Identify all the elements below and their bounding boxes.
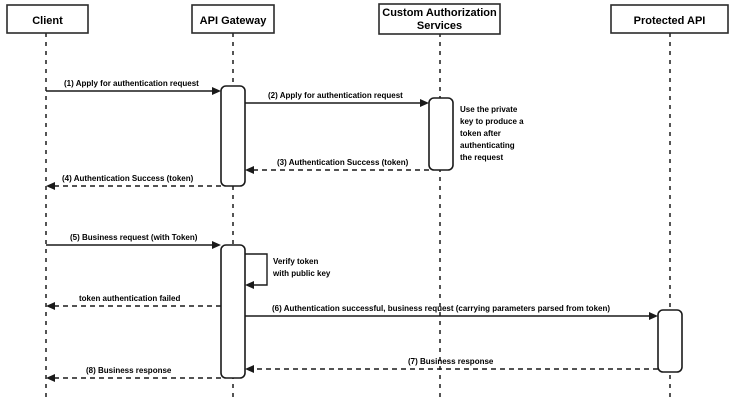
message-5-arrowhead: [212, 241, 221, 249]
message-self-verify-token-line: [245, 253, 268, 286]
message-2-label: (2) Apply for authentication request: [268, 91, 403, 100]
participant-label-api-gateway: API Gateway: [200, 15, 268, 27]
activation-bar-gateway-auth: [220, 85, 246, 187]
participant-box-custom-authorization-services[interactable]: [378, 3, 501, 35]
message-4[interactable]: (4) Authentication Success (token): [46, 174, 221, 190]
message-7[interactable]: (7) Business response: [245, 357, 658, 373]
message-self-verify-token-label-line2: with public key: [272, 269, 331, 278]
message-6[interactable]: (6) Authentication successful, business …: [245, 304, 658, 320]
message-self-verify-token-label-line1: Verify token: [273, 257, 318, 266]
message-self-verify-token[interactable]: Verify token with public key: [245, 253, 331, 289]
participant-label-protected-api: Protected API: [634, 15, 706, 27]
note-private-key-line-1: Use the private: [460, 105, 518, 114]
message-8[interactable]: (8) Business response: [46, 366, 221, 382]
participant-protected-api[interactable]: Protected API: [610, 4, 729, 34]
participant-label-client: Client: [32, 15, 63, 27]
participant-box-api-gateway[interactable]: [191, 4, 275, 34]
message-2[interactable]: (2) Apply for authentication request: [245, 91, 429, 107]
note-private-key-line-4: authenticating: [460, 141, 515, 150]
message-2-arrowhead: [420, 99, 429, 107]
note-private-key-line-3: token after: [460, 129, 501, 138]
note-private-key: Use the private key to produce a token a…: [460, 105, 524, 162]
message-3-arrowhead: [245, 166, 254, 174]
message-4-arrowhead: [46, 182, 55, 190]
participant-box-protected-api[interactable]: [610, 4, 729, 34]
participant-api-gateway[interactable]: API Gateway: [191, 4, 275, 34]
message-8-arrowhead: [46, 374, 55, 382]
lifelines-group: [45, 33, 671, 397]
message-1[interactable]: (1) Apply for authentication request: [46, 79, 221, 95]
participant-label-custom-authorization-services-line1: Custom Authorization: [382, 7, 497, 19]
note-private-key-line-2: key to produce a: [460, 117, 524, 126]
message-3[interactable]: (3) Authentication Success (token): [245, 158, 429, 174]
message-token-authentication-failed[interactable]: token authentication failed: [46, 294, 221, 310]
message-5[interactable]: (5) Business request (with Token): [46, 233, 221, 249]
note-private-key-line-5: the request: [460, 153, 503, 162]
activation-bars-group: [220, 85, 683, 379]
message-3-label: (3) Authentication Success (token): [277, 158, 409, 167]
activation-bar-protected-business: [657, 309, 683, 373]
message-7-label: (7) Business response: [408, 357, 494, 366]
message-7-arrowhead: [245, 365, 254, 373]
message-token-authentication-failed-label: token authentication failed: [79, 294, 180, 303]
message-1-label: (1) Apply for authentication request: [64, 79, 199, 88]
participant-box-client[interactable]: [6, 4, 89, 34]
message-4-label: (4) Authentication Success (token): [62, 174, 194, 183]
message-1-arrowhead: [212, 87, 221, 95]
message-6-arrowhead: [649, 312, 658, 320]
activation-bar-authsvc-token: [428, 97, 454, 171]
participant-client[interactable]: Client: [6, 4, 89, 34]
activation-bar-gateway-business: [220, 244, 246, 379]
message-token-authentication-failed-arrowhead: [46, 302, 55, 310]
participant-label-custom-authorization-services-line2: Services: [417, 20, 462, 32]
message-5-label: (5) Business request (with Token): [70, 233, 198, 242]
participant-custom-authorization-services[interactable]: Custom Authorization Services: [378, 3, 501, 35]
message-8-label: (8) Business response: [86, 366, 172, 375]
message-6-label: (6) Authentication successful, business …: [272, 304, 610, 313]
message-self-verify-token-arrowhead: [245, 281, 254, 289]
